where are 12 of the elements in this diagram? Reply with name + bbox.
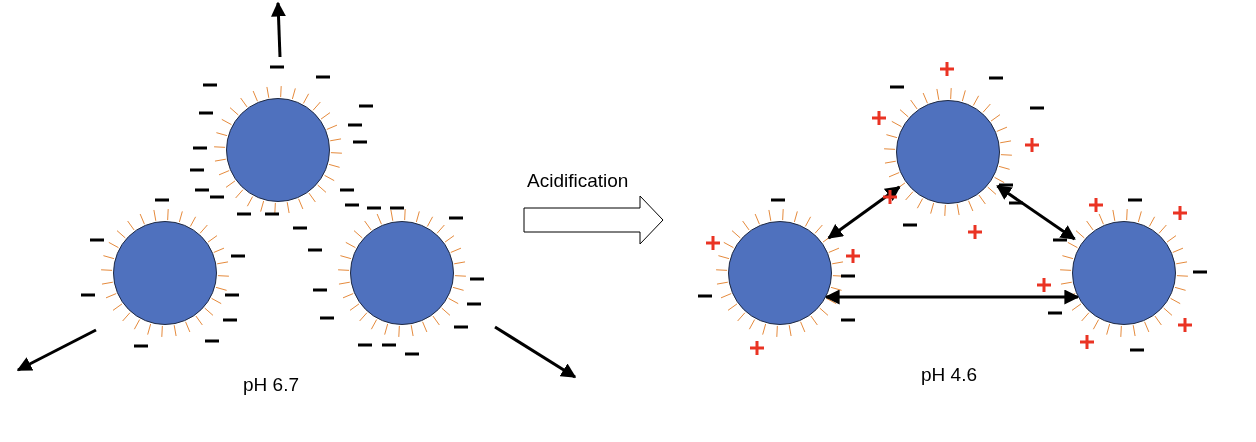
micelle-circle: [113, 221, 217, 325]
double-arrow: [827, 185, 901, 240]
condition-label: pH 6.7: [243, 374, 299, 396]
micelle-circle: [728, 221, 832, 325]
double-arrow: [824, 289, 1080, 305]
double-arrow: [996, 184, 1076, 241]
condition-label: pH 4.6: [921, 364, 977, 386]
process-label: Acidification: [527, 170, 629, 192]
micelle-circle: [350, 221, 454, 325]
micelle-circle: [226, 98, 330, 202]
micelle-circle: [896, 100, 1000, 204]
micelle-circle: [1072, 221, 1176, 325]
